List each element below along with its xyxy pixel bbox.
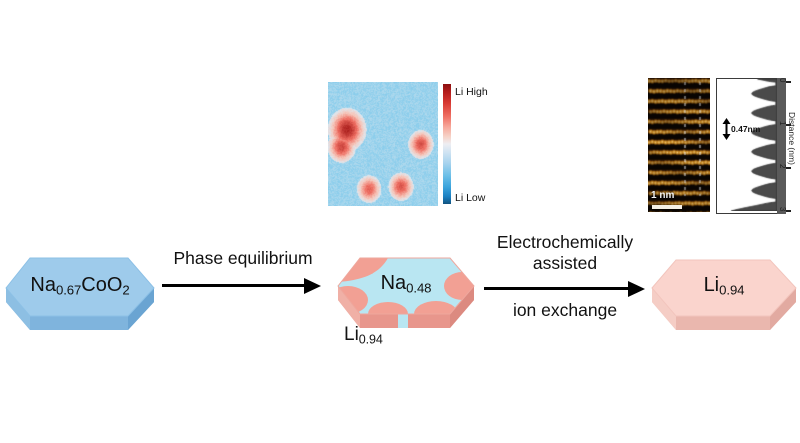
tem-scalebar-label: 1 nm [651, 190, 675, 201]
product-formula-sub: 0.94 [719, 282, 745, 298]
intermediate-formula-na: Na [380, 272, 407, 294]
crystal-precursor-top [5, 257, 155, 317]
profile-tick-3 [786, 210, 791, 212]
precursor-formula-na: Na [30, 274, 56, 296]
profile-axis-title: Distance (nm) [787, 112, 797, 165]
dspacing-double-arrow [722, 118, 731, 140]
crystal-precursor-label: Na0.67CoO2 [4, 274, 156, 298]
crystal-precursor: Na0.67CoO2 [4, 244, 156, 336]
crystal-intermediate-label: Na0.48 [336, 272, 476, 296]
heatmap-colorbar [443, 84, 451, 204]
crystal-intermediate: Na0.48 [336, 244, 476, 340]
profile-tick-2 [786, 167, 791, 169]
crystal-product-label: Li0.94 [650, 274, 798, 298]
hrtem-lattice-image [648, 78, 710, 212]
product-formula-li: Li [703, 274, 720, 296]
precursor-formula-na-sub: 0.67 [55, 282, 82, 298]
precursor-formula-o-sub: 2 [122, 282, 130, 298]
precursor-formula-coo: CoO [81, 274, 123, 296]
profile-tick-1 [786, 124, 791, 126]
profile-ticklabel-3: 3 [778, 207, 787, 212]
intermediate-caption-sub: 0.94 [358, 332, 383, 347]
intermediate-caption-li: Li [344, 324, 359, 345]
crystal-product-top [651, 259, 797, 317]
intensity-line-profile [716, 78, 780, 214]
colorbar-high-label: Li High [455, 86, 488, 98]
arrow-ion-exchange-line [484, 287, 630, 290]
colorbar-low-label: Li Low [455, 192, 486, 204]
crystal-product: Li0.94 [650, 246, 798, 338]
arrow-phase-equilibrium-line [162, 284, 306, 287]
heatmap-image [328, 82, 438, 206]
crystal-intermediate-caption: Li0.94 [344, 324, 383, 347]
profile-ticklabel-0: 0 [778, 78, 787, 83]
dspacing-label: 0.47nm [731, 124, 761, 134]
intermediate-formula-na-sub: 0.48 [406, 280, 432, 296]
profile-plot [717, 79, 777, 211]
step-ion-exchange-line2: assisted [532, 253, 598, 273]
profile-axis-band [777, 78, 786, 214]
profile-tick-0 [786, 81, 791, 83]
profile-ticklabel-2: 2 [778, 164, 787, 169]
step-phase-equilibrium-label: Phase equilibrium [173, 248, 313, 268]
li-distribution-heatmap [328, 82, 438, 206]
tem-image [648, 78, 710, 212]
step-ion-exchange-line1: Electrochemically [496, 232, 634, 252]
arrow-ion-exchange-head [628, 280, 645, 297]
step-ion-exchange-line3: ion exchange [512, 300, 618, 320]
tem-scalebar [652, 205, 682, 209]
arrow-phase-equilibrium-head [304, 277, 321, 294]
profile-ticklabel-1: 1 [778, 121, 787, 126]
